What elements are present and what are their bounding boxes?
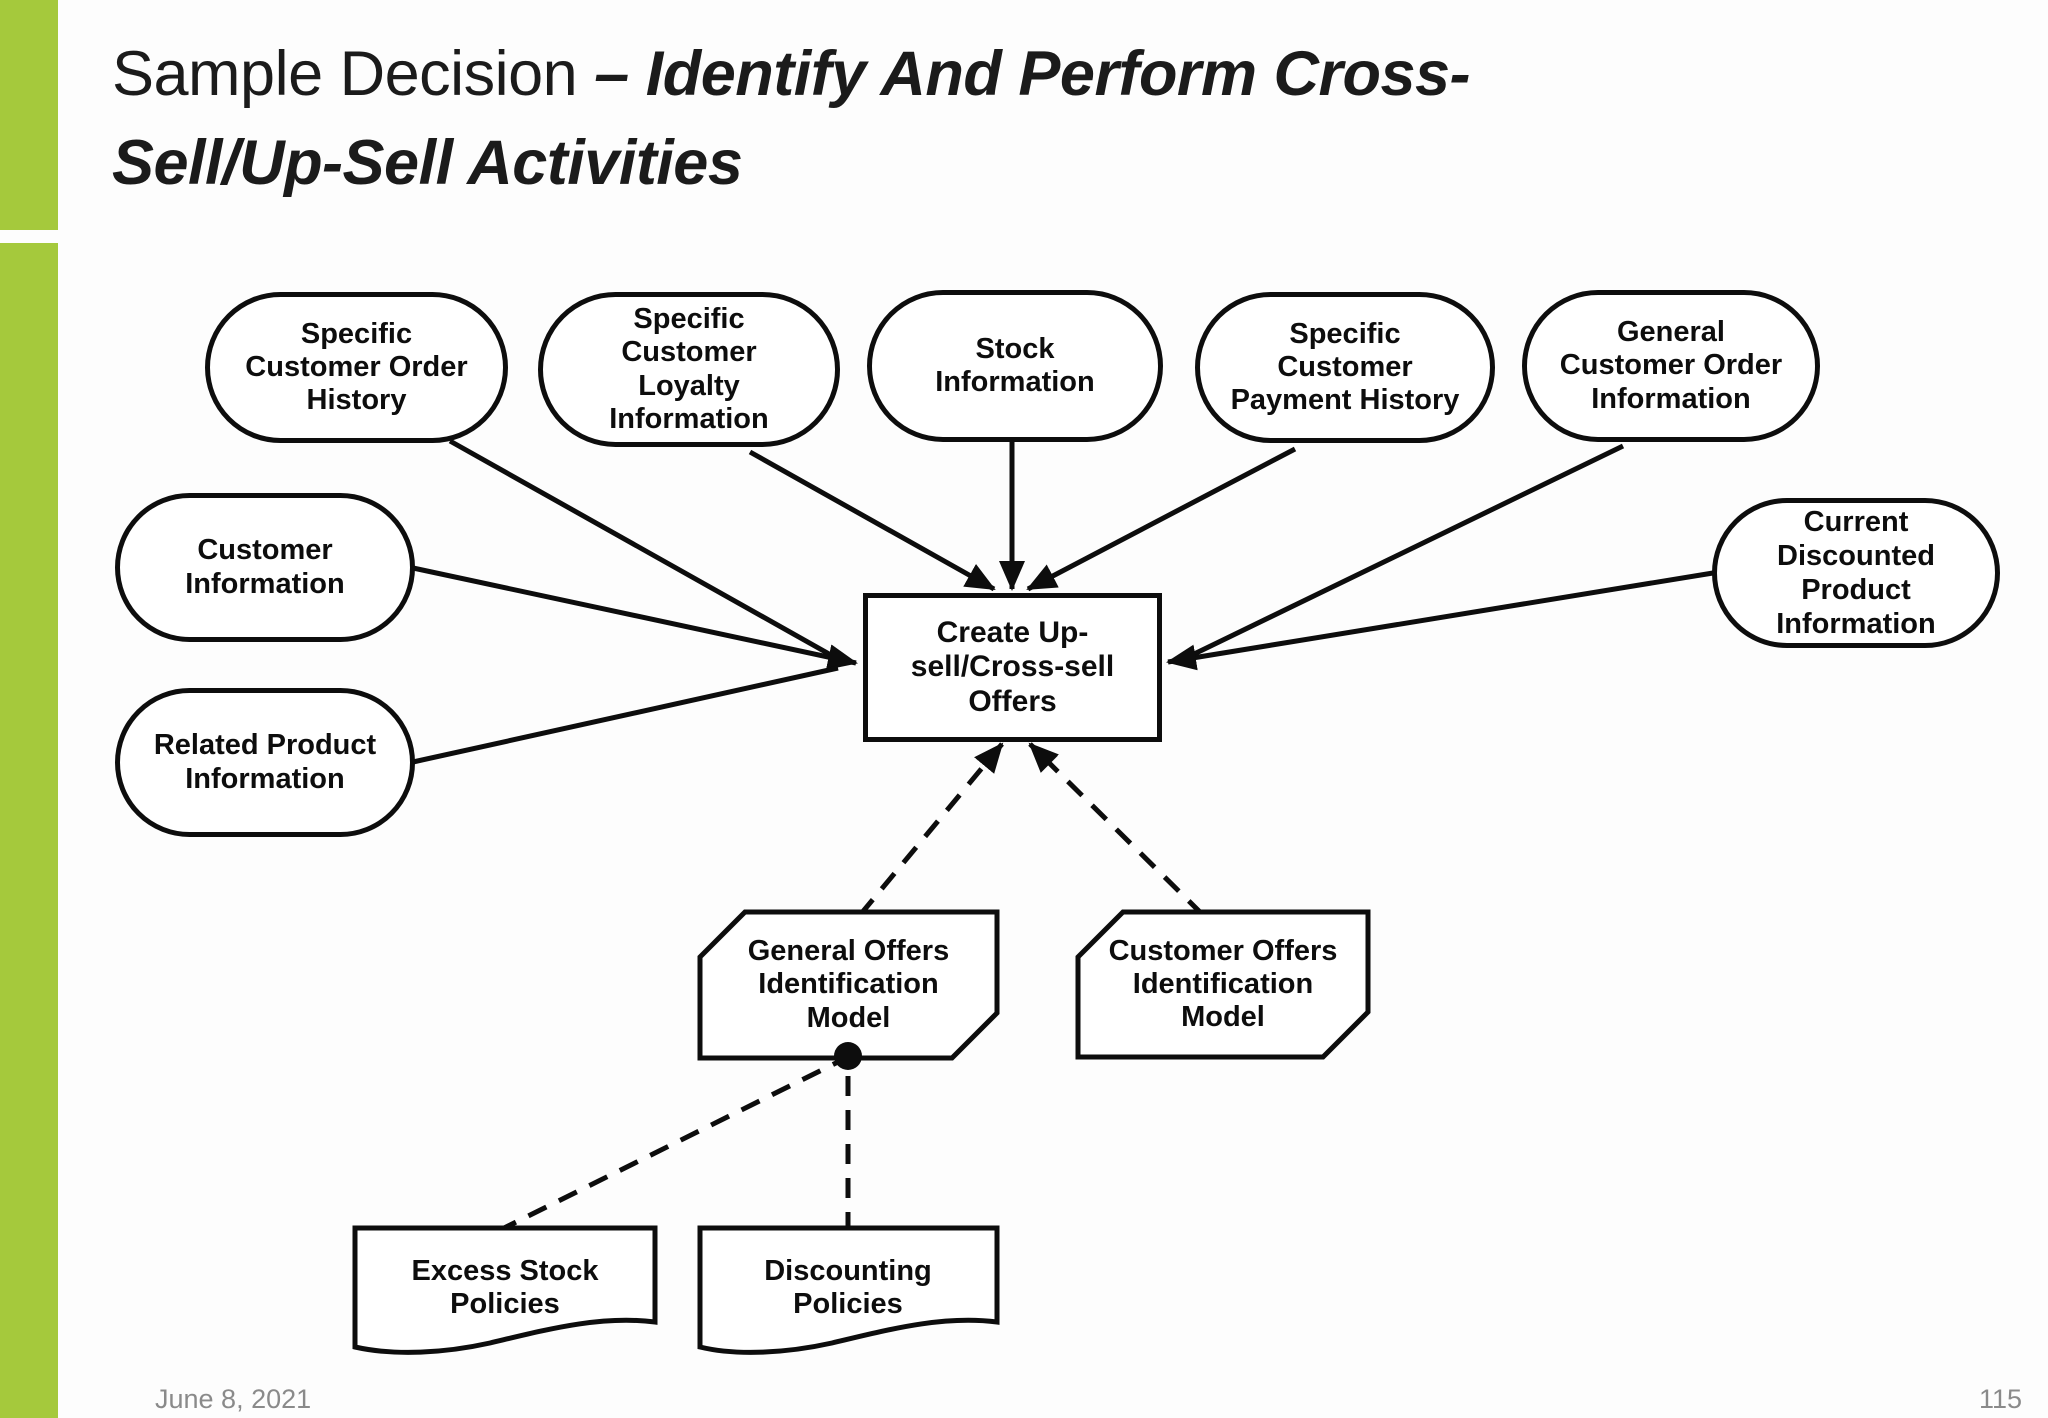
customer-offers-model-shape	[1075, 909, 1371, 1060]
page-number: 115	[1978, 1384, 2022, 1414]
node-discounting-policies: Discounting Policies	[764, 1254, 932, 1320]
node-specific-customer-loyalty-information: Specific Customer Loyalty Information	[538, 292, 840, 447]
title-emphasis-line2: Sell/Up-Sell Activities	[112, 128, 743, 199]
node-customer-information: Customer Information	[115, 493, 415, 642]
title-regular: Sample Decision	[112, 39, 595, 109]
node-customer-offers-identification-model: Customer Offers Identification Model	[1108, 934, 1338, 1034]
general-offers-model-shape	[697, 909, 1000, 1061]
slide-title: Sample Decision – Identify And Perform C…	[112, 30, 1832, 209]
discounting-policies-shape	[697, 1225, 1000, 1355]
node-general-offers-identification-model: General Offers Identification Model	[747, 935, 950, 1034]
edge-loyalty-to-decision	[748, 449, 996, 592]
accent-bar-top	[0, 0, 58, 230]
node-current-discounted-product-information: Current Discounted Product Information	[1712, 498, 2000, 648]
excess-stock-policies-shape	[352, 1225, 658, 1355]
node-specific-customer-payment-history: Specific Customer Payment History	[1195, 292, 1495, 443]
accent-bar-bottom	[0, 243, 58, 1418]
edge-current-discounted-to-decision	[1166, 570, 1714, 671]
edge-customer-info-to-decision	[412, 565, 858, 670]
edge-customer-offers-model-to-decision	[1028, 742, 1205, 917]
knowledge-association-circle	[834, 1042, 862, 1070]
footer-date: June 8, 2021	[155, 1384, 312, 1414]
node-excess-stock-policies: Excess Stock Policies	[411, 1254, 599, 1320]
node-specific-customer-order-history: Specific Customer Order History	[205, 292, 508, 443]
edge-payment-history-to-decision	[1026, 446, 1297, 592]
title-emphasis-line1: – Identify And Perform Cross-	[594, 39, 1471, 109]
edge-order-history-to-decision	[448, 438, 840, 662]
edge-general-offers-model-to-decision	[858, 742, 1004, 917]
edge-general-order-to-decision	[1188, 443, 1625, 659]
node-general-customer-order-information: General Customer Order Information	[1522, 290, 1820, 442]
node-stock-information: Stock Information	[867, 290, 1163, 442]
edge-related-product-to-decision	[412, 665, 839, 765]
edge-excess-stock-to-general-offers-model	[496, 1059, 840, 1234]
node-related-product-information: Related Product Information	[115, 688, 415, 837]
node-create-up-sell-cross-sell-offers: Create Up- sell/Cross-sell Offers	[863, 593, 1162, 742]
